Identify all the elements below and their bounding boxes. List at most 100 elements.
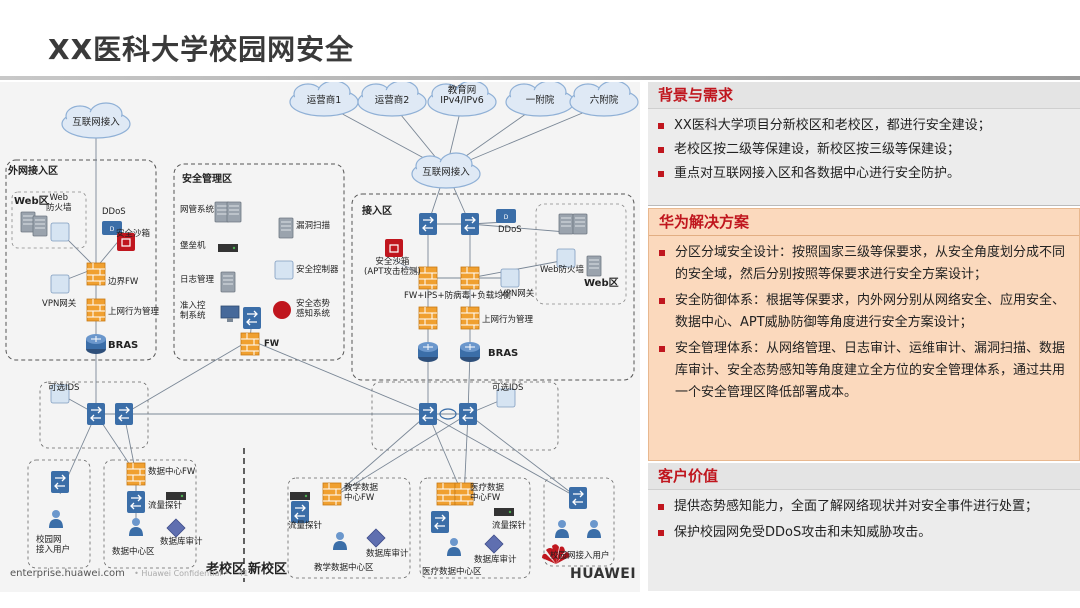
bras-right-1-icon xyxy=(417,341,439,363)
bullet-icon xyxy=(658,171,664,177)
flow-probe-left-icon xyxy=(166,492,186,500)
bullet-icon xyxy=(658,123,664,129)
db-audit-left-label: 数据库审计 xyxy=(160,537,203,547)
zone-security-mgmt-label: 安全管理区 xyxy=(182,174,232,185)
db-audit-mid-label: 数据库审计 xyxy=(366,549,409,559)
zone-security-mgmt-box xyxy=(173,163,345,361)
web-server-right-2-icon xyxy=(572,213,588,235)
web-server-left-2-icon xyxy=(32,215,48,237)
vuln-scan-label: 漏洞扫描 xyxy=(296,221,331,231)
value-list: 提供态势感知能力，全面了解网络现状并对安全事件进行处置； 保护校园网免受DDoS… xyxy=(648,496,1080,544)
db-audit-med-icon xyxy=(484,534,504,554)
footer-site: enterprise.huawei.com xyxy=(10,568,125,579)
behavior-right-label: 上网行为管理 xyxy=(482,315,534,325)
vuln-scan-icon xyxy=(278,217,294,239)
dc-left-label: 数据中心区 xyxy=(112,547,155,557)
network-topology-diagram: D xyxy=(0,82,640,592)
bullet-icon xyxy=(658,504,664,510)
log-mgmt-label: 日志管理 xyxy=(180,275,215,285)
db-audit-mid-icon xyxy=(366,528,386,548)
nac-icon xyxy=(220,305,240,323)
fw-chain-2-icon xyxy=(460,266,480,290)
users-right-box xyxy=(543,477,615,567)
value-heading: 客户价值 xyxy=(648,463,1080,490)
med-fw-label: 医疗数据 中心FW xyxy=(470,483,505,503)
med-users-icon xyxy=(447,538,461,556)
background-list: XX医科大学项目分新校区和老校区，都进行安全建设； 老校区按二级等保建设，新校区… xyxy=(648,115,1080,185)
stack-link-icon xyxy=(439,408,457,420)
access-switch-1-icon xyxy=(418,212,438,236)
cloud-edu-label: 教育网 IPv4/IPv6 xyxy=(440,85,484,107)
dc-left-box xyxy=(103,459,197,569)
user-right-2-icon xyxy=(587,520,601,538)
teach-dc-label: 教学数据中心区 xyxy=(314,563,374,573)
web-server-right-1-icon xyxy=(558,213,574,235)
edge-fw-icon xyxy=(86,262,106,286)
bullet-icon xyxy=(659,298,665,304)
core-left-1-icon xyxy=(86,402,106,426)
core-right-box xyxy=(371,381,559,451)
vpn-right-label: VPN网关 xyxy=(500,289,535,299)
sandbox-left-label: 安全沙箱 xyxy=(116,229,151,239)
bullet-icon xyxy=(659,250,665,256)
zone-access-box xyxy=(351,193,635,381)
med-dc-label: 医疗数据中心区 xyxy=(422,567,482,577)
footer-confidential: • Huawei Confidential • xyxy=(134,569,229,578)
zone-web-right-label: Web区 xyxy=(584,278,619,289)
bastion-label: 堡垒机 xyxy=(180,241,206,251)
bras-right-label: BRAS xyxy=(488,348,519,359)
dc-switch-left-icon xyxy=(126,490,146,514)
sandbox-right-icon xyxy=(384,238,404,258)
cloud-hospital-6-label: 六附院 xyxy=(589,95,619,106)
teach-fw-label: 教学数据 中心FW xyxy=(344,483,379,503)
access-switch-2-icon xyxy=(460,212,480,236)
flow-probe-med-label: 流量探针 xyxy=(492,521,527,531)
huawei-logo-icon xyxy=(542,544,570,564)
web-fw-left-label: Web 防火墙 xyxy=(46,193,72,213)
core-left-box xyxy=(39,381,149,449)
ddos-right-icon xyxy=(496,209,516,223)
flow-probe-mid-icon xyxy=(290,492,310,500)
flow-probe-mid-label: 流量探针 xyxy=(288,521,323,531)
user-switch-right-icon xyxy=(568,486,588,510)
situation-label: 安全态势 感知系统 xyxy=(296,299,331,319)
web-fw-right-label: Web防火墙 xyxy=(540,265,585,275)
user-right-1-icon xyxy=(555,520,569,538)
zone-web-right-box xyxy=(535,203,627,305)
cloud-hospital-1-label: 一附院 xyxy=(525,95,555,106)
db-audit-med-label: 数据库审计 xyxy=(474,555,517,565)
cloud-isp2-label: 运营商2 xyxy=(374,95,410,106)
behavior-right-2-icon xyxy=(460,306,480,330)
flow-probe-med-icon xyxy=(494,508,514,516)
bullet-icon xyxy=(658,147,664,153)
log-mgmt-icon xyxy=(220,271,236,293)
zone-web-left-label: Web区 xyxy=(14,196,49,207)
dc-users-left-icon xyxy=(129,518,143,536)
old-campus-label: 老校区 xyxy=(206,562,246,577)
db-audit-left-icon xyxy=(166,518,186,538)
behavior-left-icon xyxy=(86,298,106,322)
fw-chain-label: FW+IPS+防病毒+负载均衡 xyxy=(404,291,512,301)
solution-list: 分区分域安全设计：按照国家三级等保要求，从安全角度划分成不同的安全域，然后分别按… xyxy=(649,242,1079,404)
ids-left-label: 可选IDS xyxy=(48,383,80,393)
users-left-box xyxy=(27,459,91,569)
list-item: 提供态势感知能力，全面了解网络现状并对安全事件进行处置； xyxy=(658,496,1068,518)
vpn-left-label: VPN网关 xyxy=(42,299,77,309)
teach-users-icon xyxy=(333,532,347,550)
med-fw-1-icon xyxy=(436,482,456,506)
situation-icon xyxy=(273,301,291,319)
bullet-icon xyxy=(659,346,665,352)
campus-users-right-label: 校园网接入用户 xyxy=(550,551,610,561)
web-server-right-3-icon xyxy=(586,255,602,277)
vpn-right-icon xyxy=(500,268,520,288)
behavior-left-label: 上网行为管理 xyxy=(108,307,160,317)
list-item: 老校区按二级等保建设，新校区按三级等保建设； xyxy=(658,139,1068,161)
net-mgmt-server-2-icon xyxy=(226,201,242,223)
background-item-text: 重点对互联网接入区和各数据中心进行安全防护。 xyxy=(674,166,961,181)
user-switch-left-icon xyxy=(50,470,70,494)
bras-right-2-icon xyxy=(459,341,481,363)
teach-switch-icon xyxy=(290,500,310,524)
nac-label: 准入控 制系统 xyxy=(180,301,206,321)
solution-item-text: 安全防御体系：根据等保要求，内外网分别从网络安全、应用安全、数据中心、APT威胁… xyxy=(675,293,1066,330)
new-campus-label: 新校区 xyxy=(248,562,288,577)
